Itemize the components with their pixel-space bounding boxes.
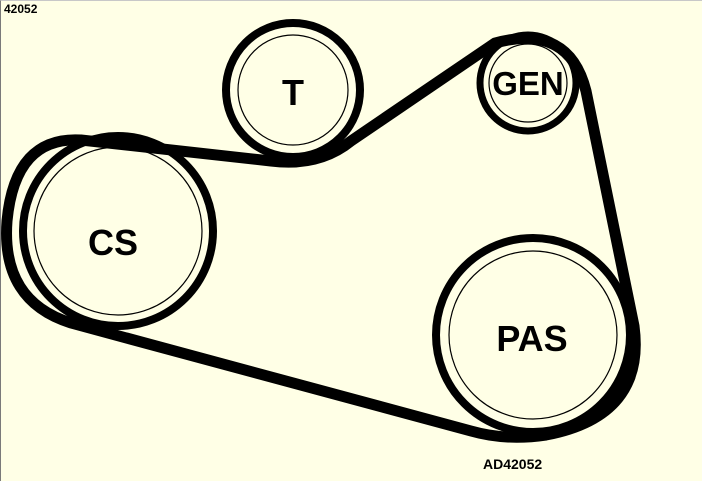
generator-label: GEN [492, 65, 564, 102]
generator-pulley [476, 31, 580, 135]
power-steering-pulley [432, 234, 634, 436]
crankshaft-label: CS [88, 222, 138, 263]
reference-code: AD42052 [483, 456, 543, 472]
tensioner-pulley [222, 19, 364, 161]
power-steering-label: PAS [496, 318, 567, 359]
crankshaft-pulley [19, 132, 217, 330]
tensioner-label: T [282, 72, 304, 113]
diagram-id-label: 42052 [4, 2, 38, 16]
